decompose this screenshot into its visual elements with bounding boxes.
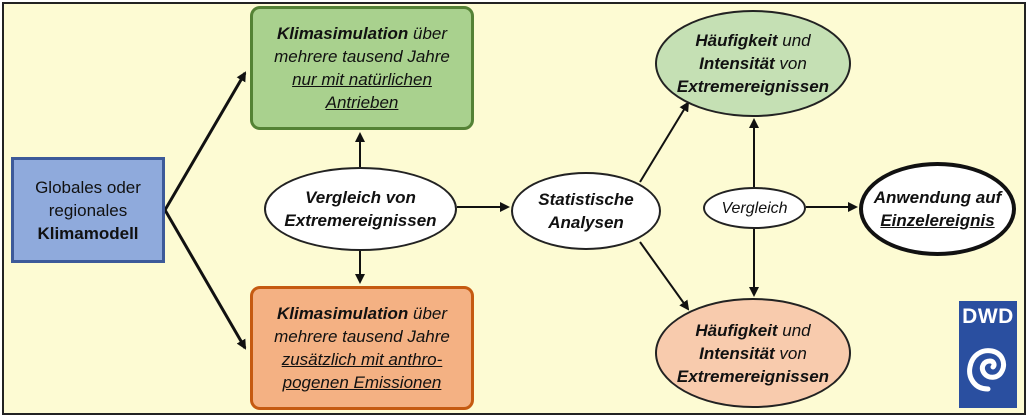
freq-anthro-word-3: Intensität: [699, 343, 775, 363]
natural-sim-line-1-rest: über: [408, 24, 448, 43]
anthro-sim-line-2: mehrere tausend Jahre: [274, 327, 450, 346]
dwd-logo: DWD: [959, 301, 1017, 408]
freq-anthro-line-3: Extremereignissen: [676, 366, 830, 386]
compare-ellipse: Vergleich: [703, 187, 806, 229]
model-line-2: regionales: [48, 200, 128, 220]
natural-sim-line-3: nur mit natürlichen: [292, 70, 432, 89]
swirl-icon: [967, 348, 1007, 392]
natural-sim-line-2: mehrere tausend Jahre: [274, 47, 450, 66]
climate-model-box: Globales oder regionales Klimamodell: [11, 157, 165, 263]
stat-analysis-line-2: Analysen: [548, 213, 624, 232]
compare-extremes-ellipse: Vergleich von Extremereignissen: [264, 167, 457, 251]
freq-anthro-word-2: und: [777, 320, 811, 340]
anthro-sim-title: Klimasimulation: [276, 304, 409, 323]
dwd-logo-text: DWD: [962, 305, 1014, 328]
freq-natural-word-4: von: [774, 54, 807, 73]
natural-sim-title: Klimasimulation: [276, 24, 409, 43]
stat-analysis-line-1: Statistische: [538, 190, 634, 209]
application-line-1: Anwendung auf: [873, 188, 1002, 207]
freq-natural-line-3: Extremereignissen: [676, 77, 830, 96]
freq-anthro-word-1: Häufigkeit: [695, 320, 778, 340]
frequency-anthro-ellipse: Häufigkeit und Intensität von Extremerei…: [655, 298, 851, 408]
anthro-sim-line-4: pogenen Emissionen: [282, 373, 442, 392]
application-line-2: Einzelereignis: [880, 211, 995, 230]
compare-extremes-line-1: Vergleich von: [305, 188, 416, 207]
compare-extremes-line-2: Extremereignissen: [284, 211, 437, 230]
freq-natural-word-1: Häufigkeit: [695, 31, 778, 50]
freq-anthro-word-4: von: [774, 343, 807, 363]
anthropogenic-simulation-box: Klimasimulation über mehrere tausend Jah…: [250, 286, 474, 410]
freq-natural-word-3: Intensität: [699, 54, 775, 73]
frequency-natural-ellipse: Häufigkeit und Intensität von Extremerei…: [655, 10, 851, 117]
application-ellipse: Anwendung auf Einzelereignis: [859, 162, 1016, 256]
model-line-1: Globales oder: [35, 177, 141, 197]
compare-label: Vergleich: [721, 199, 788, 217]
model-line-3: Klimamodell: [37, 223, 139, 243]
natural-simulation-box: Klimasimulation über mehrere tausend Jah…: [250, 6, 474, 130]
statistical-analysis-ellipse: Statistische Analysen: [511, 172, 661, 250]
anthro-sim-line-1-rest: über: [408, 304, 448, 323]
anthro-sim-line-3: zusätzlich mit anthro-: [281, 350, 443, 369]
freq-natural-word-2: und: [777, 31, 811, 50]
natural-sim-line-4: Antrieben: [325, 93, 399, 112]
